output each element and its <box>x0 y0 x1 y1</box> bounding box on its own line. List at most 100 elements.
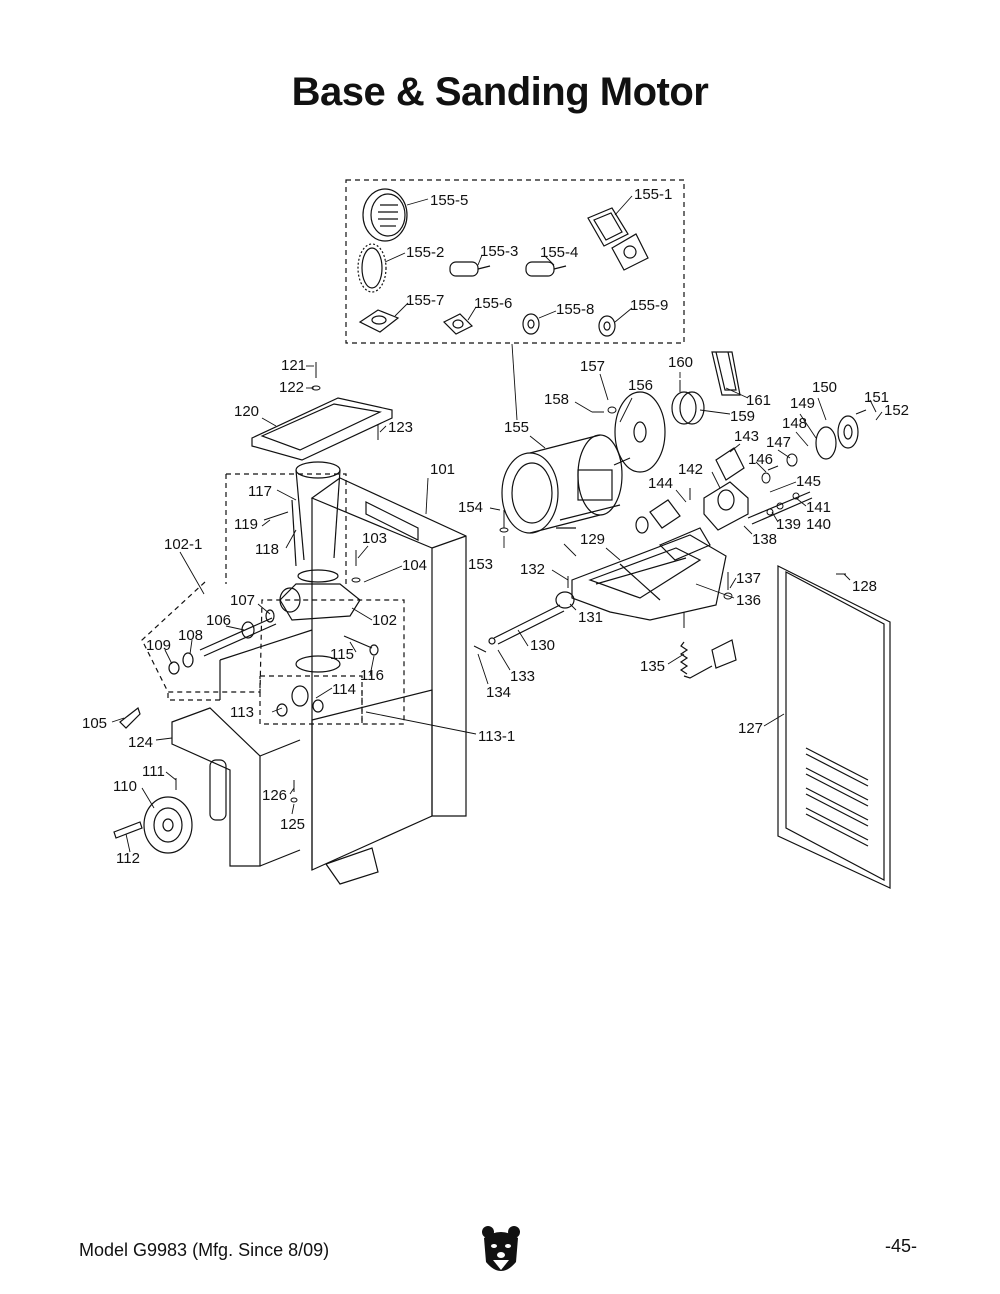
part-label: 144 <box>648 475 673 492</box>
part-label: 139 <box>776 516 801 533</box>
part-label: 154 <box>458 499 483 516</box>
part-label: 161 <box>746 392 771 409</box>
handle-knob-drawing <box>113 821 143 839</box>
part-label: 153 <box>468 556 493 573</box>
pillow-block-drawing <box>635 447 749 534</box>
part-label: 123 <box>388 419 413 436</box>
part-label: 145 <box>796 473 821 490</box>
part-label: 155-9 <box>630 297 668 314</box>
fasteners <box>175 362 867 803</box>
gear-drawing <box>276 685 324 717</box>
cabinet-base-drawing <box>219 477 467 885</box>
part-label: 114 <box>332 681 356 698</box>
centrifugal-switch-drawing <box>358 309 400 333</box>
part-label: 148 <box>782 415 807 432</box>
pin-drawing <box>343 635 379 656</box>
part-label: 155-4 <box>540 244 578 261</box>
part-label: 125 <box>280 816 305 833</box>
part-label: 124 <box>128 734 153 751</box>
part-label: 101 <box>430 461 455 478</box>
part-label: 111 <box>142 763 165 780</box>
part-label: 146 <box>748 451 773 468</box>
part-label: 155-2 <box>406 244 444 261</box>
part-label: 141 <box>806 499 831 516</box>
part-label: 155 <box>504 419 529 436</box>
part-label: 103 <box>362 530 387 547</box>
part-label: 102-1 <box>164 536 202 553</box>
fan-cover-drawing <box>362 188 408 242</box>
part-label: 113 <box>230 704 254 721</box>
adjustment-rod-drawing <box>488 591 575 645</box>
part-label: 107 <box>230 592 255 609</box>
page-number: -45- <box>885 1236 918 1256</box>
part-label: 133 <box>510 668 535 685</box>
cooling-fan-drawing <box>357 243 387 293</box>
lock-handle-drawing <box>119 707 141 729</box>
tension-spring-drawing <box>679 639 737 679</box>
part-label: 127 <box>738 720 763 737</box>
part-label: 155-6 <box>474 295 512 312</box>
part-label: 129 <box>580 531 605 548</box>
part-label: 140 <box>806 516 831 533</box>
part-label: 115 <box>330 646 354 663</box>
side-bracket-drawing <box>171 707 301 867</box>
part-label: 119 <box>234 516 258 533</box>
part-label: 112 <box>116 850 140 867</box>
sanding-disc-drawing <box>614 391 666 473</box>
part-label: 126 <box>262 787 287 804</box>
part-label: 155-3 <box>480 243 518 260</box>
column-drawing <box>291 461 341 567</box>
motor-pulley-drawing <box>671 391 705 425</box>
bearing-1-drawing <box>522 313 540 335</box>
bearing-flange-drawing <box>815 415 859 460</box>
bear-head-icon <box>482 1226 520 1271</box>
part-labels: 155-5 155-1 155-2 155-3 155-4 155-7 155-… <box>82 186 909 867</box>
part-label: 150 <box>812 379 837 396</box>
part-label: 106 <box>206 612 231 629</box>
part-label: 113-1 <box>478 728 515 745</box>
part-label: 131 <box>578 609 603 626</box>
part-label: 116 <box>360 667 384 684</box>
part-label: 142 <box>678 461 703 478</box>
handwheel-drawing <box>143 796 193 854</box>
group-box-102-1 <box>226 473 347 584</box>
part-label: 159 <box>730 408 755 425</box>
worm-shaft-drawing <box>168 609 277 675</box>
part-label: 135 <box>640 658 665 675</box>
sanding-table-drawing <box>251 397 393 461</box>
part-label: 122 <box>279 379 304 396</box>
part-label: 121 <box>281 357 306 374</box>
part-label: 156 <box>628 377 653 394</box>
part-label: 151 <box>864 389 889 406</box>
contact-plate-drawing <box>442 313 474 335</box>
part-label: 109 <box>146 637 171 654</box>
part-label: 136 <box>736 592 761 609</box>
drive-belt-drawing <box>711 351 741 396</box>
part-label: 118 <box>255 541 279 558</box>
junction-cover-drawing <box>587 207 649 271</box>
model-footer: Model G9983 (Mfg. Since 8/09) <box>79 1240 330 1260</box>
part-label: 117 <box>248 483 272 500</box>
part-label: 128 <box>852 578 877 595</box>
part-label: 120 <box>234 403 259 420</box>
part-label: 105 <box>82 715 107 732</box>
part-label: 137 <box>736 570 761 587</box>
part-label: 157 <box>580 358 605 375</box>
part-label: 143 <box>734 428 759 445</box>
part-label: 130 <box>530 637 555 654</box>
part-label: 132 <box>520 561 545 578</box>
cabinet-door-drawing <box>777 565 891 889</box>
capacitor-1-drawing <box>449 261 491 277</box>
bearing-2-drawing <box>598 315 616 337</box>
part-label: 155-5 <box>430 192 468 209</box>
part-label: 138 <box>752 531 777 548</box>
part-label: 160 <box>668 354 693 371</box>
part-label: 149 <box>790 395 815 412</box>
part-label: 155-8 <box>556 301 594 318</box>
part-label: 102 <box>372 612 397 629</box>
leader-lines <box>111 365 883 853</box>
part-label: 155-7 <box>406 292 444 309</box>
part-label: 147 <box>766 434 791 451</box>
part-label: 104 <box>402 557 427 574</box>
